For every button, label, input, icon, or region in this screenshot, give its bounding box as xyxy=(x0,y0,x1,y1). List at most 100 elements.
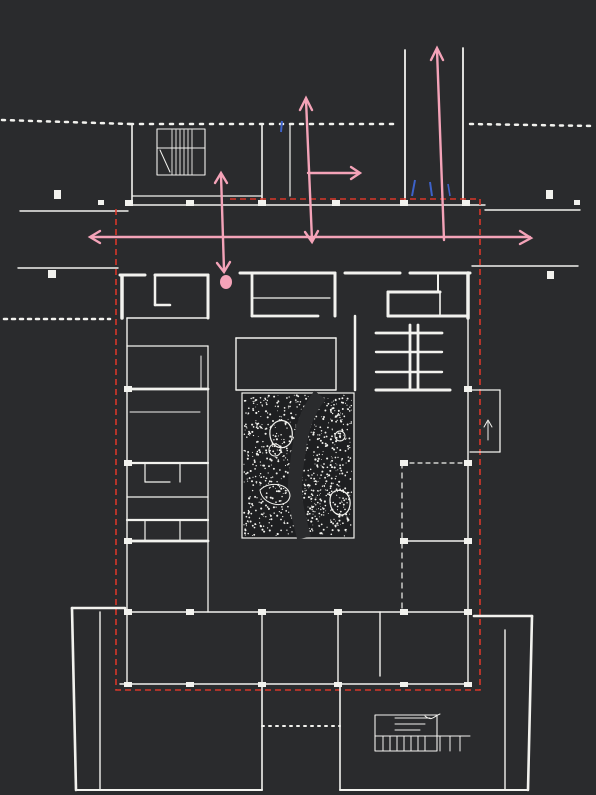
stipple-dot xyxy=(261,446,263,448)
stipple-dot xyxy=(281,416,282,418)
stipple-dot xyxy=(249,506,252,508)
stipple-dot xyxy=(330,405,332,407)
stipple-dot xyxy=(256,481,258,483)
stipple-dot xyxy=(259,396,262,399)
stipple-dot xyxy=(253,459,256,462)
stipple-dot xyxy=(311,501,312,503)
stipple-dot xyxy=(266,399,269,402)
stipple-dot xyxy=(316,494,319,497)
stipple-dot xyxy=(246,471,249,474)
stipple-dot xyxy=(258,522,261,524)
stipple-dot xyxy=(276,481,278,483)
stipple-dot xyxy=(311,528,313,530)
stipple-dot xyxy=(309,468,312,471)
stipple-dot xyxy=(286,453,288,455)
stipple-dot xyxy=(249,434,251,436)
stipple-dot xyxy=(338,516,340,518)
stipple-dot xyxy=(283,455,285,457)
stipple-dot xyxy=(336,522,339,525)
stipple-dot xyxy=(315,415,318,418)
stipple-dot xyxy=(346,516,348,518)
stipple-dot xyxy=(243,471,246,473)
stipple-dot xyxy=(247,480,249,482)
stipple-dot xyxy=(335,440,338,443)
stipple-dot xyxy=(256,403,258,405)
stipple-dot xyxy=(265,477,268,480)
stipple-dot xyxy=(265,497,268,499)
stipple-dot xyxy=(261,528,264,531)
stipple-dot xyxy=(344,395,345,396)
stipple-dot xyxy=(276,514,279,517)
stipple-dot xyxy=(304,493,306,495)
stipple-dot xyxy=(307,519,309,521)
stipple-dot xyxy=(330,510,331,512)
stipple-dot xyxy=(293,394,295,396)
stipple-dot xyxy=(255,426,258,429)
stipple-dot xyxy=(330,466,334,469)
stipple-dot xyxy=(258,517,261,519)
stipple-dot xyxy=(338,480,341,483)
stipple-dot xyxy=(347,408,350,411)
stipple-dot xyxy=(313,451,315,453)
stipple-dot xyxy=(311,474,313,476)
stipple-dot xyxy=(281,506,283,508)
stipple-dot xyxy=(351,470,353,472)
stipple-dot xyxy=(346,428,349,431)
stipple-dot xyxy=(306,446,309,450)
stipple-dot xyxy=(333,467,335,469)
stipple-dot xyxy=(339,449,342,452)
stipple-dot xyxy=(334,503,337,506)
stipple-dot xyxy=(327,426,329,429)
stipple-dot xyxy=(253,526,256,529)
stipple-dot xyxy=(324,442,327,445)
stipple-dot xyxy=(336,494,338,496)
stipple-dot xyxy=(255,441,258,443)
stipple-dot xyxy=(341,458,344,460)
stipple-dot xyxy=(349,446,351,449)
stipple-dot xyxy=(267,423,269,426)
stipple-dot xyxy=(276,532,279,536)
stipple-dot xyxy=(276,410,278,412)
stipple-dot xyxy=(321,416,323,418)
stipple-dot xyxy=(269,496,272,499)
stipple-dot xyxy=(349,422,351,425)
stipple-dot xyxy=(337,412,340,415)
stipple-dot xyxy=(285,510,288,512)
stipple-dot xyxy=(343,394,344,396)
stipple-dot xyxy=(329,410,332,412)
stipple-dot xyxy=(339,473,341,475)
stipple-dot xyxy=(247,451,250,453)
stipple-dot xyxy=(339,510,342,513)
stipple-dot xyxy=(312,510,314,513)
stipple-dot xyxy=(304,488,306,490)
stipple-dot xyxy=(299,401,302,403)
stipple-dot xyxy=(288,511,290,513)
stipple-dot xyxy=(329,464,332,467)
stipple-dot xyxy=(323,484,325,487)
stipple-dot xyxy=(273,512,275,514)
stipple-dot xyxy=(262,428,263,430)
stipple-dot xyxy=(343,535,346,537)
site-boundary xyxy=(115,198,481,691)
stipple-dot xyxy=(318,453,321,456)
stipple-dot xyxy=(281,443,283,445)
stipple-dot xyxy=(349,441,351,443)
stipple-dot xyxy=(347,448,350,450)
stipple-dot xyxy=(341,500,343,502)
stipple-dot xyxy=(269,514,271,516)
stipple-dot xyxy=(249,469,252,473)
stipple-dot xyxy=(316,438,319,441)
stipple-dot xyxy=(247,454,250,457)
stipple-dot xyxy=(315,518,318,521)
stipple-dot xyxy=(349,494,351,496)
stipple-dot xyxy=(259,484,261,486)
stipple-dot xyxy=(314,503,316,505)
stipple-dot xyxy=(346,423,349,426)
stipple-dot xyxy=(251,430,254,433)
arrowhead-icon xyxy=(349,165,363,181)
stipple-dot xyxy=(287,459,289,460)
stipple-dot xyxy=(313,472,315,475)
stipple-dot xyxy=(346,491,349,494)
stipple-dot xyxy=(248,516,251,519)
stipple-dot xyxy=(310,489,313,491)
